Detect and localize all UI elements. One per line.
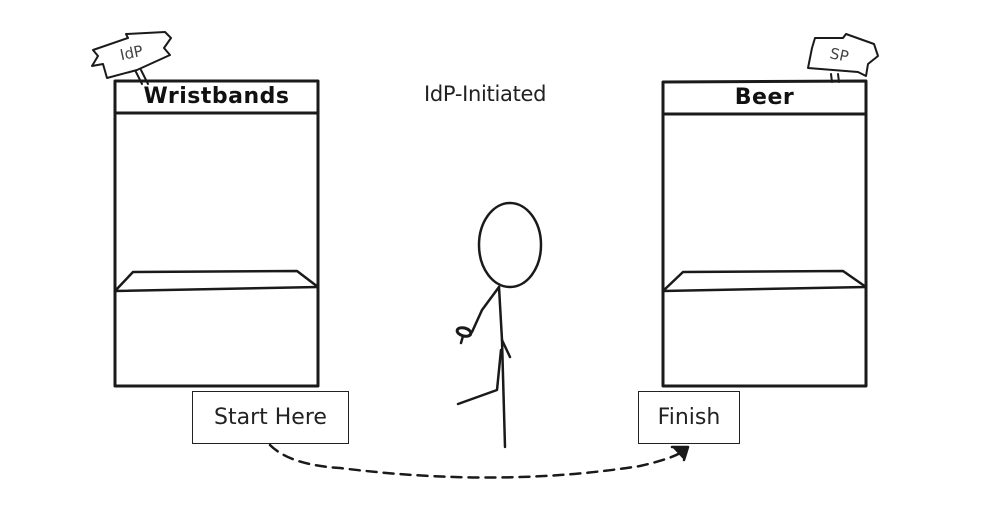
stick-figure-icon [455, 201, 543, 449]
wristbands-stall-icon [91, 31, 320, 388]
sp-sign-label: SP [828, 44, 851, 66]
start-here-box: Start Here [192, 391, 349, 444]
beer-stall-icon [661, 33, 879, 388]
finish-box: Finish [638, 391, 740, 444]
beer-stall-label: Beer [734, 85, 795, 110]
flow-arrow [268, 443, 687, 479]
diagram-title: IdP-Initiated [424, 82, 547, 106]
wristbands-stall-label: Wristbands [143, 84, 290, 109]
